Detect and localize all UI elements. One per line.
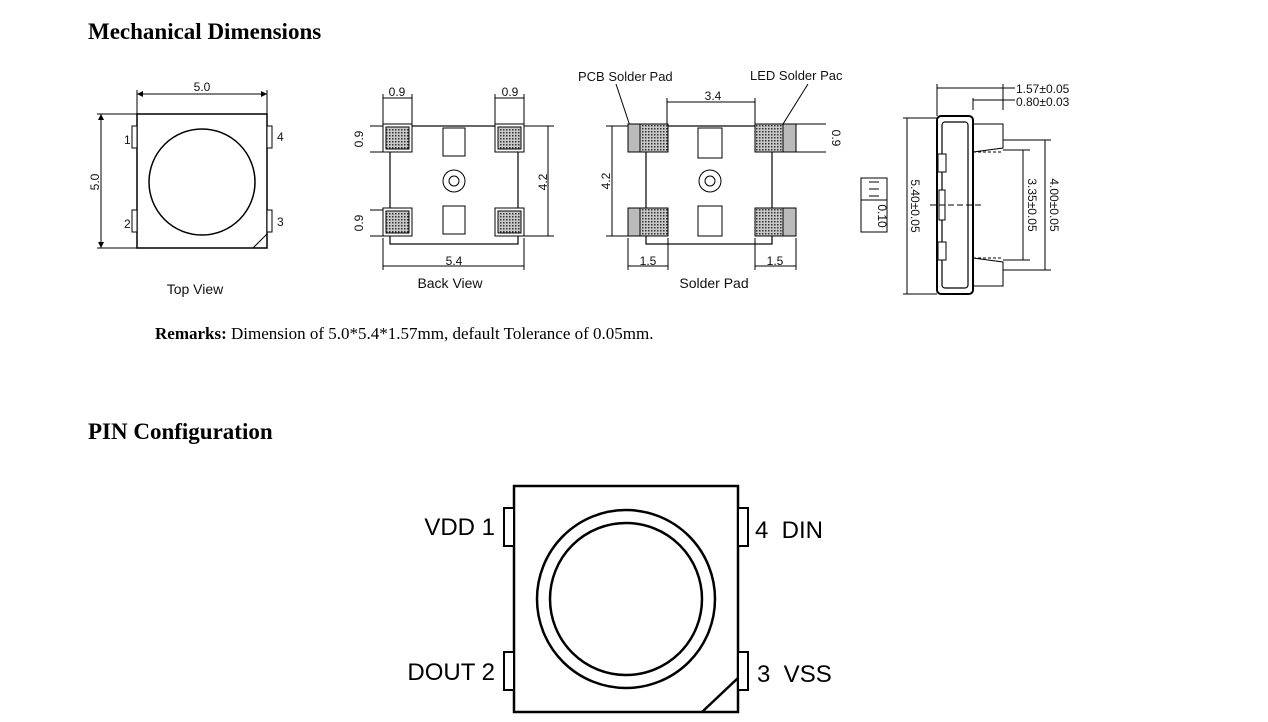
back-view-pad-w-right: 0.9 xyxy=(502,85,519,99)
side-view-small: 0.10 xyxy=(875,204,889,228)
solder-pad-caption: Solder Pad xyxy=(679,275,748,291)
top-view-pin2: 2 xyxy=(124,217,131,231)
remarks-text: Dimension of 5.0*5.4*1.57mm, default Tol… xyxy=(226,324,654,343)
side-view-lens: 0.80±0.03 xyxy=(1016,95,1070,109)
pin-configuration-heading: PIN Configuration xyxy=(88,419,273,444)
back-view-width: 5.4 xyxy=(446,254,463,268)
solder-pad-left-w: 1.5 xyxy=(640,254,657,268)
solder-pad-drawing: PCB Solder Pad LED Solder Pac 3.4 4.2 0.… xyxy=(578,68,843,291)
pin-dout-label: DOUT 2 xyxy=(407,659,495,686)
remarks-label: Remarks: xyxy=(155,324,227,343)
side-view-length: 5.40±0.05 xyxy=(908,179,922,233)
solder-pad-height: 4.2 xyxy=(599,172,613,189)
back-view-pad-w-left: 0.9 xyxy=(389,85,406,99)
side-view-drawing: 1.57±0.05 0.80±0.03 0.10 5.40±0.05 3.35±… xyxy=(860,82,1070,295)
solder-pad-spacing: 3.4 xyxy=(705,89,722,103)
top-view-caption: Top View xyxy=(167,281,224,297)
back-view-height: 4.2 xyxy=(536,173,550,190)
top-view-pin4: 4 xyxy=(277,130,284,144)
back-view-drawing: 0.9 0.9 0.9 0.9 4.2 5.4 Back View xyxy=(352,85,554,291)
mechanical-dimensions-heading: Mechanical Dimensions xyxy=(88,19,322,44)
top-view-drawing: 5.0 5.0 1 2 4 3 Top View xyxy=(88,80,284,297)
pcb-solder-pad-label: PCB Solder Pad xyxy=(578,69,673,84)
pin-vdd-label: VDD 1 xyxy=(424,514,495,541)
side-view-inner: 3.35±0.05 xyxy=(1025,178,1039,232)
top-view-pin1: 1 xyxy=(124,133,131,147)
pin-configuration-drawing: VDD 1 DOUT 2 4 DIN 3 VSS xyxy=(407,484,832,714)
side-view-outer: 4.00±0.05 xyxy=(1047,178,1061,232)
side-view-thickness: 1.57±0.05 xyxy=(1016,82,1070,96)
remarks: Remarks: Dimension of 5.0*5.4*1.57mm, de… xyxy=(155,324,654,344)
pin-din-label: 4 DIN xyxy=(755,517,823,544)
back-view-caption: Back View xyxy=(417,275,483,291)
led-solder-pad-label: LED Solder Pac xyxy=(750,68,843,83)
pin-vss-label: 3 VSS xyxy=(757,661,832,688)
back-view-pad-h-top: 0.9 xyxy=(352,130,366,147)
back-view-pad-h-bottom: 0.9 xyxy=(352,214,366,231)
solder-pad-right-w: 1.5 xyxy=(767,254,784,268)
top-view-pin3: 3 xyxy=(277,215,284,229)
top-view-width: 5.0 xyxy=(194,80,211,94)
solder-pad-pad-h: 0.9 xyxy=(829,130,843,147)
top-view-height: 5.0 xyxy=(88,173,102,190)
